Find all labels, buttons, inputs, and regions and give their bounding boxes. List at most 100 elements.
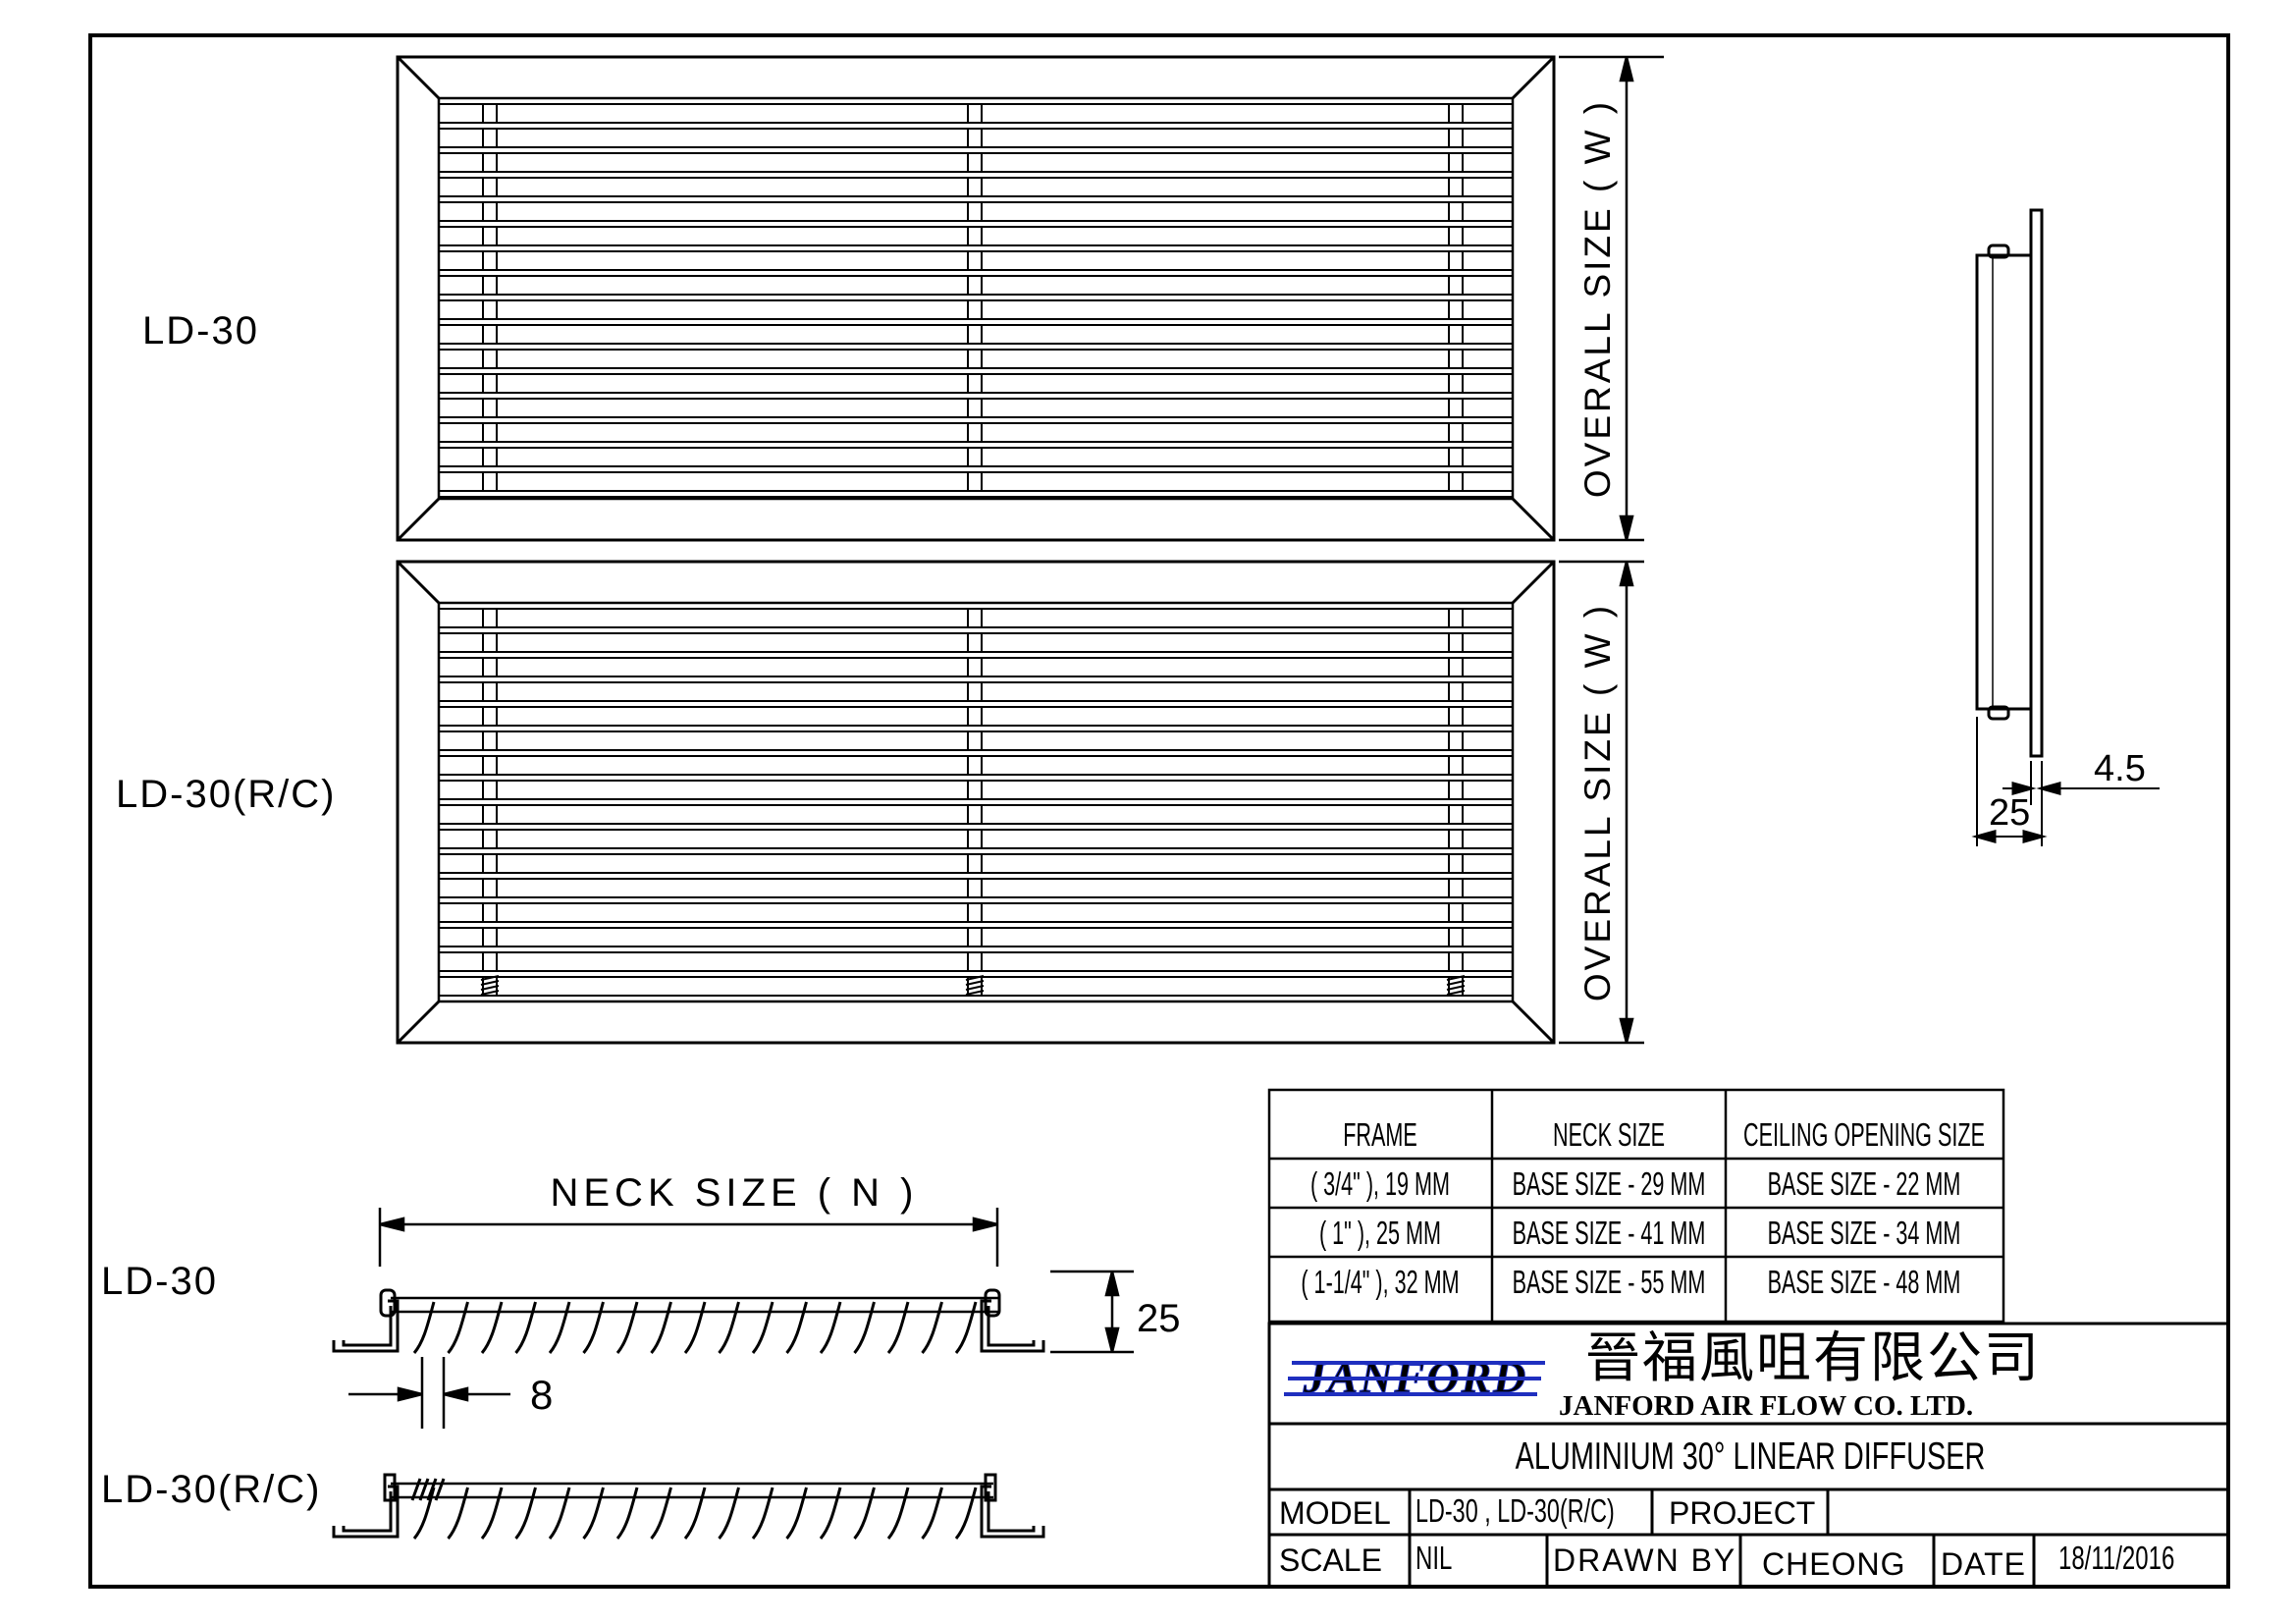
spec-table-text: FRAME NECK SIZE CEILING OPENING SIZE ( 3/4"…	[1301, 1115, 1985, 1300]
diffuser-blade	[886, 1301, 910, 1354]
clip-mark	[480, 975, 500, 981]
spec-data-cell: ( 3/4" ), 19 MM	[1310, 1164, 1450, 1202]
diffuser-blade	[683, 1487, 707, 1540]
drawn-by-field-value: CHEONG	[1762, 1546, 1905, 1582]
date-field-label: DATE	[1941, 1546, 2026, 1582]
diffuser-blade	[954, 1487, 978, 1540]
section-label-ld30: LD-30	[101, 1260, 218, 1303]
clip-mark	[480, 990, 500, 996]
spec-data-cell: BASE SIZE - 22 MM	[1768, 1164, 1961, 1202]
spec-data-cell: ( 1-1/4" ), 32 MM	[1301, 1263, 1459, 1300]
janford-logo: JANFORD	[1284, 1352, 1545, 1403]
diffuser-blade	[582, 1301, 605, 1354]
drawn-by-field-label: DRAWN BY	[1553, 1542, 1736, 1578]
clip-mark	[480, 980, 500, 986]
dim-25-section-label: 25	[1137, 1297, 1181, 1340]
clip-mark	[965, 975, 985, 981]
diffuser-blade	[921, 1301, 943, 1354]
section-label-ldrc: LD-30(R/C)	[101, 1468, 321, 1511]
model-field-label: MODEL	[1279, 1495, 1391, 1531]
clip-mark	[965, 985, 985, 991]
overall-size-label-top: OVERALL SIZE ( W )	[1577, 99, 1618, 498]
diffuser-blade	[412, 1487, 436, 1540]
overall-size-label-mid: OVERALL SIZE ( W )	[1577, 603, 1618, 1001]
overall-size-dimensions	[1559, 55, 1664, 1045]
model-label-top: LD-30	[142, 309, 259, 352]
diffuser-blade	[718, 1487, 740, 1540]
date-field-value: 18/11/2016	[2058, 1541, 2174, 1577]
diffuser-blade	[615, 1487, 639, 1540]
diffuser-blade	[683, 1301, 707, 1354]
model-label-mid: LD-30(R/C)	[116, 773, 336, 816]
clip-mark	[1446, 975, 1466, 981]
side-view	[1971, 208, 2160, 846]
spec-header-cell: FRAME	[1343, 1115, 1417, 1153]
drawing-title: ALUMINIUM 30° LINEAR DIFFUSER	[1516, 1435, 1986, 1478]
spec-header-cell: NECK SIZE	[1553, 1115, 1665, 1153]
sheet-border	[88, 33, 2230, 1589]
diffuser-blade	[480, 1487, 504, 1540]
diffuser-blade	[548, 1301, 571, 1354]
diffuser-blade	[480, 1301, 504, 1354]
neck-size-dimension	[378, 1208, 999, 1267]
company-english-name: JANFORD AIR FLOW CO. LTD.	[1559, 1390, 1973, 1422]
diffuser-blade	[785, 1487, 808, 1540]
spec-data-cell: BASE SIZE - 29 MM	[1513, 1164, 1706, 1202]
dim-8-label: 8	[530, 1372, 553, 1418]
diffuser-blade	[650, 1301, 672, 1354]
spec-data-cell: BASE SIZE - 55 MM	[1513, 1263, 1706, 1300]
diffuser-blade	[819, 1487, 842, 1540]
diffuser-blade	[718, 1301, 740, 1354]
blades-ldrc	[412, 1487, 978, 1540]
scale-field-label: SCALE	[1279, 1542, 1382, 1578]
diffuser-blade	[548, 1487, 571, 1540]
section-ld30	[332, 1288, 1045, 1354]
diffuser-blade	[650, 1487, 672, 1540]
front-view-ld30	[396, 55, 1556, 542]
slats-mid	[439, 602, 1513, 1002]
spec-data-cell: BASE SIZE - 34 MM	[1768, 1214, 1961, 1251]
spec-data-cell: BASE SIZE - 48 MM	[1768, 1263, 1961, 1300]
diffuser-blade	[853, 1301, 876, 1354]
spec-header-cell: CEILING OPENING SIZE	[1743, 1115, 1985, 1153]
clip-mark	[1446, 985, 1466, 991]
dim-4-5-label: 4.5	[2094, 748, 2146, 789]
diffuser-blade	[819, 1301, 842, 1354]
dim-25-section	[1050, 1270, 1134, 1354]
clip-mark	[965, 990, 985, 996]
spec-data-cell: BASE SIZE - 41 MM	[1513, 1214, 1706, 1251]
dim-8-blade-spacing	[348, 1357, 510, 1429]
model-field-value: LD-30 , LD-30(R/C)	[1415, 1493, 1615, 1530]
scale-field-value: NIL	[1415, 1541, 1452, 1577]
clip-mark	[480, 985, 500, 991]
title-block	[1267, 1322, 2230, 1589]
front-view-ld30rc	[396, 560, 1556, 1045]
dim-25-side-label: 25	[1989, 792, 2030, 834]
diffuser-blade	[921, 1487, 943, 1540]
diffuser-blade	[447, 1487, 469, 1540]
diffuser-blade	[886, 1487, 910, 1540]
spec-data-cell: ( 1" ), 25 MM	[1319, 1214, 1441, 1251]
clip-mark	[965, 980, 985, 986]
clip-mark	[1446, 980, 1466, 986]
diffuser-blade	[785, 1301, 808, 1354]
spec-table	[1267, 1088, 2005, 1324]
company-chinese-name: 晉福風咀有限公司	[1585, 1328, 2041, 1389]
diffuser-blade	[582, 1487, 605, 1540]
neck-size-label: NECK SIZE ( N )	[550, 1171, 918, 1215]
diffuser-blade	[514, 1301, 537, 1354]
project-field-label: PROJECT	[1669, 1495, 1815, 1531]
slats-top	[439, 97, 1513, 498]
diffuser-blade	[954, 1301, 978, 1354]
spring-clip	[410, 1478, 446, 1501]
blades-ld30	[412, 1301, 978, 1354]
diffuser-blade	[447, 1301, 469, 1354]
diffuser-blade	[751, 1487, 774, 1540]
section-ldrc	[332, 1473, 1045, 1540]
diffuser-blade	[751, 1301, 774, 1354]
diffuser-blade	[514, 1487, 537, 1540]
diffuser-blade	[853, 1487, 876, 1540]
diffuser-blade	[615, 1301, 639, 1354]
